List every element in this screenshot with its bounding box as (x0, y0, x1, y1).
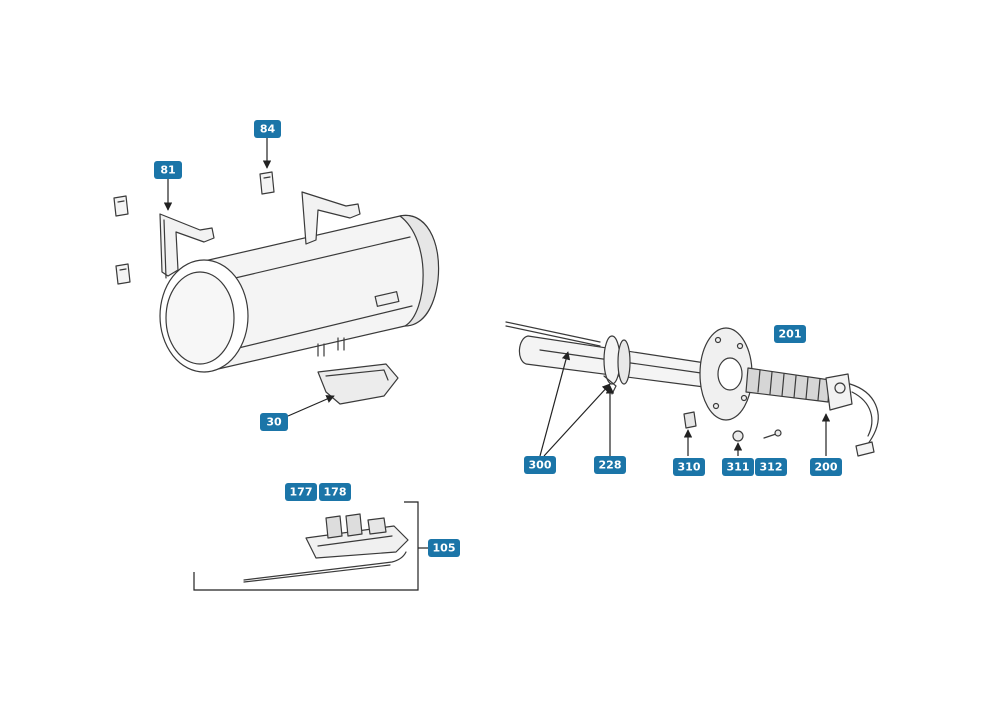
small-fastener-parts (683, 411, 782, 442)
callout-228[interactable]: 228 (594, 456, 626, 474)
callout-177[interactable]: 177 (285, 483, 317, 501)
water-heater-tank (159, 191, 440, 373)
callout-30[interactable]: 30 (260, 413, 288, 431)
callout-105[interactable]: 105 (428, 539, 460, 557)
callout-81[interactable]: 81 (154, 161, 182, 179)
callout-30-label: 30 (266, 416, 282, 429)
callout-310[interactable]: 310 (673, 458, 705, 476)
callout-201-label: 201 (779, 328, 802, 341)
callout-300-label: 300 (529, 459, 552, 472)
callout-105-label: 105 (433, 542, 456, 555)
leader-300a (539, 351, 571, 457)
callout-312[interactable]: 312 (755, 458, 787, 476)
callout-200[interactable]: 200 (810, 458, 842, 476)
heating-element-assembly (505, 321, 879, 457)
callout-178[interactable]: 178 (319, 483, 351, 501)
callout-310-label: 310 (678, 461, 701, 474)
callout-311[interactable]: 311 (722, 458, 754, 476)
callout-84[interactable]: 84 (254, 120, 281, 138)
callout-178-label: 178 (324, 486, 347, 499)
control-board-assembly (193, 501, 419, 591)
leader-30 (287, 395, 335, 417)
wall-clip-parts (113, 171, 275, 285)
callout-300[interactable]: 300 (524, 456, 556, 474)
bottom-cover-part (317, 363, 399, 405)
callout-311-label: 311 (727, 461, 750, 474)
callout-201[interactable]: 201 (774, 325, 806, 343)
callout-81-label: 81 (160, 164, 175, 177)
callout-228-label: 228 (599, 459, 622, 472)
callout-84-label: 84 (260, 123, 276, 136)
callout-200-label: 200 (815, 461, 838, 474)
callout-312-label: 312 (760, 461, 783, 474)
callout-177-label: 177 (290, 486, 313, 499)
leader-300b (543, 383, 611, 457)
leader-lines (163, 138, 831, 457)
